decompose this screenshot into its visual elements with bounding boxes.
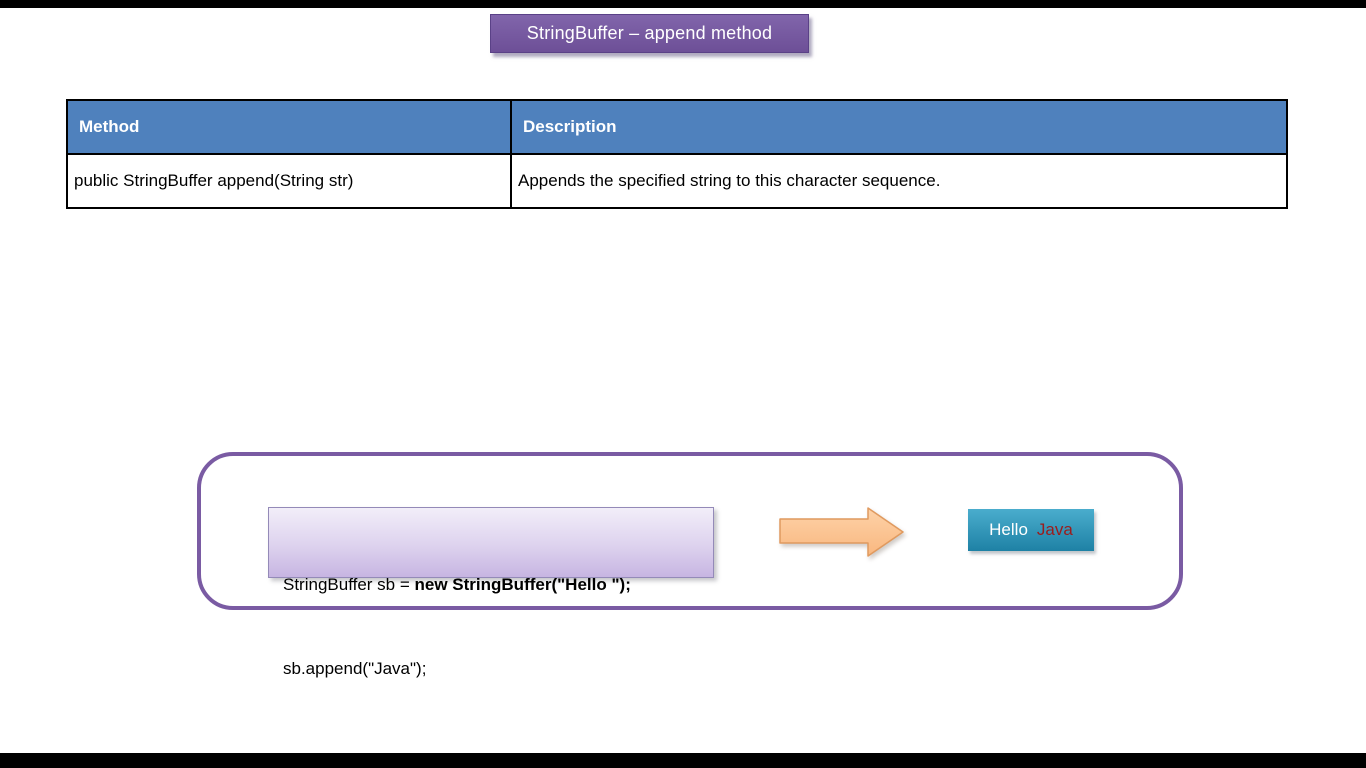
- table-header-row: Method Description: [66, 99, 1288, 155]
- letterbox-top-bar: [0, 0, 1366, 8]
- table-row: public StringBuffer append(String str) A…: [66, 153, 1288, 209]
- method-cell: public StringBuffer append(String str): [66, 153, 512, 209]
- method-description-table: Method Description public StringBuffer a…: [66, 99, 1288, 209]
- table-header-method: Method: [66, 99, 512, 155]
- table-header-description: Description: [510, 99, 1288, 155]
- code-line-1-bold: new StringBuffer("Hello ");: [414, 575, 631, 594]
- result-box: Hello Java: [968, 509, 1094, 551]
- code-line-1-regular: StringBuffer sb =: [283, 575, 415, 594]
- slide-title-text: StringBuffer – append method: [526, 23, 773, 43]
- result-java-text: Java: [1036, 520, 1073, 539]
- result-hello-text: Hello: [989, 520, 1028, 539]
- letterbox-bottom-bar: [0, 753, 1366, 768]
- code-line-1: StringBuffer sb = new StringBuffer("Hell…: [283, 571, 713, 599]
- code-line-2: sb.append("Java");: [283, 659, 427, 678]
- description-cell: Appends the specified string to this cha…: [510, 153, 1288, 209]
- code-snippet-box: StringBuffer sb = new StringBuffer("Hell…: [268, 507, 714, 678]
- slide-title-banner: StringBuffer – append method: [490, 14, 809, 53]
- arrow-right-icon: [779, 506, 906, 558]
